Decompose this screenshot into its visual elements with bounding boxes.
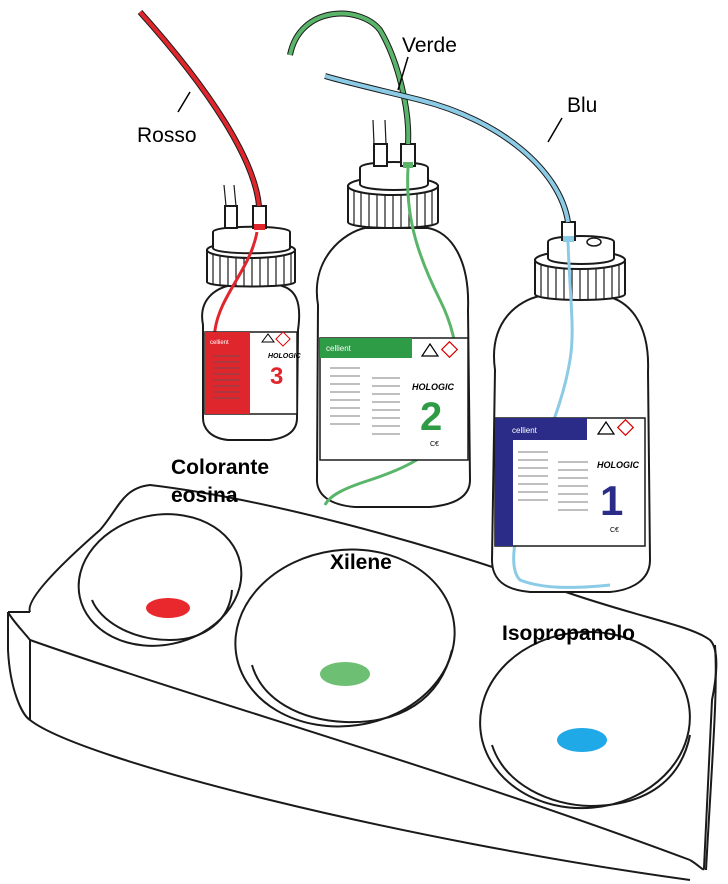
label-reagent-eosin-line1: Colorante	[171, 456, 269, 479]
red-tube	[140, 12, 259, 206]
bottle-1-logo: cellient	[512, 426, 538, 435]
bottle-3: cellient HOLOGIC 3	[202, 206, 301, 440]
blue-indicator-dot	[557, 728, 607, 752]
bottle-2-logo: cellient	[326, 344, 352, 353]
label-reagent-xylene: Xilene	[330, 551, 392, 574]
ce-mark-icon: C€	[430, 441, 439, 448]
red-indicator-dot	[146, 598, 190, 618]
red-tube-outline	[140, 12, 259, 206]
label-red-tube: Rosso	[137, 124, 197, 147]
bottle-2-brand: HOLOGIC	[412, 382, 454, 392]
green-tube-outline	[290, 14, 408, 144]
green-indicator-dot	[320, 662, 370, 686]
bottle-2-number: 2	[420, 395, 442, 439]
label-reagent-isopropanol: Isopropanolo	[502, 622, 635, 645]
bottle-2: cellient HOLOGIC 2 C€	[317, 144, 470, 507]
bottle-1-number: 1	[600, 477, 623, 524]
label-green-tube: Verde	[402, 34, 457, 57]
bottle-1: cellient HOLOGIC 1 C€	[492, 222, 650, 592]
bottle-3-brand: HOLOGIC	[268, 353, 302, 360]
bottle-1-brand: HOLOGIC	[597, 460, 639, 470]
green-tube	[290, 14, 408, 144]
leader-lines	[178, 57, 562, 142]
label-reagent-eosin-line2: eosina	[171, 484, 238, 507]
ce-mark-icon: C€	[610, 527, 619, 534]
bottle-3-logo: cellient	[210, 340, 229, 346]
bottle-3-number: 3	[270, 363, 283, 390]
label-blue-tube: Blu	[567, 94, 597, 117]
